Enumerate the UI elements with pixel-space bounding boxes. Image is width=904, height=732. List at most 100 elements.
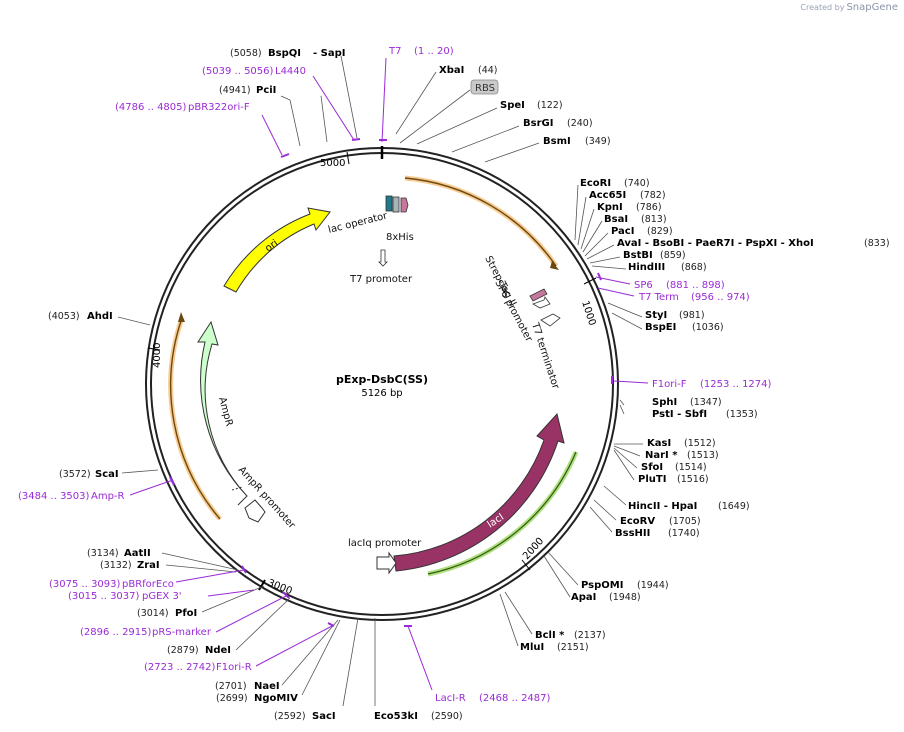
site-psti: PstI - SbfI (652, 409, 707, 420)
his-label: 8xHis (386, 232, 414, 243)
primer-range-pbrforeco: (3075 .. 3093) (49, 579, 121, 590)
site-num-ecorv: (1705) (669, 516, 701, 527)
primer-leader-f1orir (255, 625, 333, 667)
site-avai-group: AvaI - BsoBI - PaeR7I - PspXI - XhoI (617, 238, 814, 249)
primer-leader-f1orif (613, 380, 649, 384)
site-num-kasi: (1512) (684, 438, 716, 449)
leader-ecorv (593, 499, 617, 521)
leader-naei (281, 619, 339, 686)
leader-pfoi (201, 585, 265, 613)
leader-aatii (161, 552, 239, 571)
site-num-bsshii: (1740) (668, 528, 700, 539)
site-bspqi: BspQI (268, 48, 301, 59)
site-num-xbai: (44) (478, 65, 498, 76)
primer-f1orir: F1ori-R (216, 662, 252, 673)
primer-leader-pbr322ori (261, 114, 283, 156)
tick-4000: 4000 (152, 343, 163, 368)
primer-leader-t7 (381, 57, 387, 143)
site-num-aatii: (3134) (87, 548, 119, 559)
primer-sp6: SP6 (634, 280, 653, 291)
site-ndei: NdeI (205, 645, 231, 656)
tick-5000-mark (346, 151, 350, 165)
leader-bstbi (589, 256, 621, 264)
site-sfoi: SfoI (641, 462, 663, 473)
primer-leader-lacir (407, 625, 433, 691)
ampr-divider (231, 486, 243, 491)
primer-t7: T7 (388, 46, 401, 57)
t7-terminator-box (540, 313, 561, 327)
t7-promoter-arrow (378, 249, 388, 267)
primer-range-sp6: (881 .. 898) (666, 280, 725, 291)
leader-bsrgi (451, 125, 520, 153)
ori-feature: ori (223, 207, 331, 293)
laci-feature: lacI lacIq promoter (348, 412, 565, 575)
site-apai: ApaI (571, 592, 596, 603)
site-num-mlui: (2151) (557, 642, 589, 653)
plasmid-length: 5126 bp (361, 388, 402, 399)
tick-4000-mark (147, 347, 161, 351)
site-zrai: ZraI (137, 560, 160, 571)
site-num-ahdi: (4053) (48, 311, 80, 322)
primer-range-ampr: (3484 .. 3503) (18, 491, 90, 502)
site-ngomiv: NgoMIV (254, 693, 298, 704)
primer-range-t7term: (956 .. 974) (691, 292, 750, 303)
sp6-promoter-arrow (532, 296, 551, 309)
leader-psti (619, 404, 625, 415)
top-features: lac operator 8xHis T7 promoter Strep-Tag… (327, 195, 561, 391)
site-num-nari: (1513) (687, 450, 719, 461)
primer-mark-prsmarker (282, 591, 290, 599)
primer-range-f1orif: (1253 .. 1274) (700, 379, 772, 390)
primer-marks (169, 138, 613, 627)
lac-operator-box (385, 195, 393, 212)
site-num-pluti: (1516) (677, 474, 709, 485)
ampr-label: AmpR (216, 396, 234, 428)
site-pluti: PluTI (638, 474, 666, 485)
site-spei: SpeI (500, 100, 525, 111)
site-bsai: BsaI (604, 214, 628, 225)
primer-range-prsmarker: (2896 .. 2915) (80, 627, 152, 638)
ampr-highlight (168, 317, 222, 521)
primer-leader-ampr (129, 479, 174, 496)
leader-hindiii (591, 265, 627, 270)
leader-bsshii (589, 506, 613, 533)
site-ahdi: AhdI (87, 311, 113, 322)
tick-1000: 1000 (579, 300, 597, 328)
leader-pspomi (547, 551, 579, 586)
site-acc65i: Acc65I (589, 190, 626, 201)
primer-mark-pbrforeco (241, 565, 247, 574)
primer-mark-pbr322ori (280, 153, 290, 158)
leader-sfoi (613, 447, 638, 469)
primer-leader-prsmarker (215, 595, 287, 633)
site-saci: SacI (312, 711, 336, 722)
leader-zrai (165, 564, 237, 573)
ampr-feature: AmpR AmpR promoter (197, 320, 298, 532)
leader-spei (416, 107, 498, 145)
laci-line (427, 451, 577, 575)
primer-mark-sp6 (597, 272, 602, 281)
site-num-sphi: (1347) (690, 397, 722, 408)
plasmid-name: pExp-DsbC(SS) (336, 373, 428, 386)
site-num-hincii: (1649) (718, 501, 750, 512)
site-pcii: PciI (256, 85, 276, 96)
site-num-acc65i: (782) (640, 190, 666, 201)
site-mlui: MluI (520, 642, 544, 653)
site-num-bsmi: (349) (585, 136, 611, 147)
site-hincii: HincII - HpaI (628, 501, 697, 512)
primer-leader-lines (129, 57, 649, 691)
primer-lacir: LacI-R (435, 693, 466, 704)
leader-ngomiv (301, 619, 341, 696)
site-num-pcii: (4941) (219, 85, 251, 96)
leader-bspei (611, 312, 643, 330)
ampr-line (170, 317, 221, 520)
leader-nari (613, 445, 641, 457)
insert-highlight (404, 175, 559, 268)
site-kpni: KpnI (597, 202, 623, 213)
primer-leader-l4440 (312, 75, 355, 141)
ampr-promoter-arrow (244, 499, 266, 523)
site-num-saci: (2592) (274, 711, 306, 722)
leader-pcii (280, 95, 301, 147)
site-xbai: XbaI (439, 65, 464, 76)
site-num-bstbi: (859) (660, 250, 686, 261)
site-num-spei: (122) (537, 100, 563, 111)
